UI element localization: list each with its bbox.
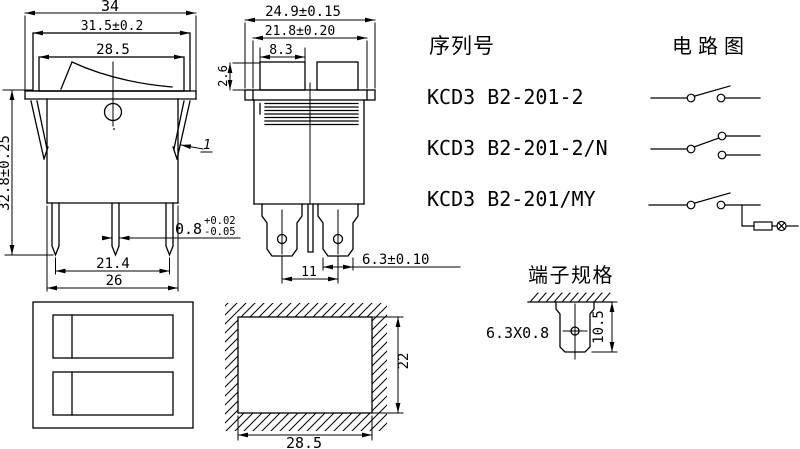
side-terminal-width-dim: 6.3±0.10 xyxy=(362,252,429,268)
mounting-hole xyxy=(103,102,123,122)
side-flange-height-dim: 2.6 xyxy=(216,65,230,87)
terminal-pin xyxy=(111,202,120,257)
side-body-depth-dim: 21.8±0.20 xyxy=(265,24,335,39)
terminal-blade xyxy=(317,203,359,257)
circuit-spdt xyxy=(650,131,761,160)
resistor-symbol xyxy=(753,221,773,231)
lamp-symbol xyxy=(776,220,787,232)
terminal-spec-title: 端子规格 xyxy=(528,263,614,287)
side-overall-depth-dim: 24.9±0.15 xyxy=(265,4,341,20)
detail-label: 1 xyxy=(203,138,211,153)
terminal-spec-view: 端子规格 6.3X0.8 10.5 xyxy=(486,263,618,360)
terminal-length-dim: 10.5 xyxy=(591,310,607,344)
front-terminal-span-dim: 21.4 xyxy=(96,256,130,272)
panel-hatch xyxy=(529,292,611,303)
terminal-thickness-tol-minus: -0.05 xyxy=(204,226,236,238)
rocker-button xyxy=(52,371,174,416)
side-view: 24.9±0.15 21.8±0.20 8.3 2.6 6.3±0.10 11 xyxy=(216,4,461,284)
front-overall-width-dim: 34 xyxy=(101,0,119,15)
side-terminal-pitch-dim: 11 xyxy=(301,265,317,280)
side-rocker-depth-dim: 8.3 xyxy=(269,43,292,58)
terminal-thickness-dim: 0.8 xyxy=(175,220,202,238)
front-bezel-width-dim: 31.5±0.2 xyxy=(81,19,144,34)
model-number: KCD3 B2-201-2/N xyxy=(427,136,608,160)
terminal-pin xyxy=(51,202,60,257)
panel-cutout-view: 22 28.5 xyxy=(225,303,412,449)
top-view xyxy=(32,301,194,429)
model-number: KCD3 B2-201/MY xyxy=(427,187,596,211)
front-view: 34 31.5±0.2 28.5 32.8±0.25 21.4 26 0.8 +… xyxy=(0,0,241,292)
terminal-blade-dim: 6.3X0.8 xyxy=(486,324,549,342)
right-snap-clip xyxy=(172,100,191,160)
rocker-button xyxy=(52,314,174,359)
circuit-with-lamp xyxy=(648,192,799,232)
circuit-title: 电路图 xyxy=(672,34,750,58)
cutout-width-dim: 28.5 xyxy=(286,434,322,449)
front-height-dim: 32.8±0.25 xyxy=(0,135,13,211)
terminal-blade xyxy=(261,203,303,257)
left-snap-clip xyxy=(30,100,49,160)
cutout-height-dim: 22 xyxy=(396,353,412,370)
front-body-width-dim: 26 xyxy=(106,273,123,289)
series-list: 序列号 KCD3 B2-201-2 KCD3 B2-201-2/N KCD3 B… xyxy=(427,34,608,211)
rib-section xyxy=(259,102,359,126)
front-opening-width-dim: 28.5 xyxy=(96,42,130,58)
cutout-opening xyxy=(237,316,373,414)
circuit-spst xyxy=(650,85,761,103)
model-number: KCD3 B2-201-2 xyxy=(427,85,584,109)
terminal-pin xyxy=(165,202,174,257)
terminal-thickness-tol-plus: +0.02 xyxy=(204,215,236,227)
panel-hatch-area xyxy=(225,303,387,431)
circuit-diagrams: 电路图 xyxy=(648,34,799,232)
series-title: 序列号 xyxy=(429,34,495,58)
